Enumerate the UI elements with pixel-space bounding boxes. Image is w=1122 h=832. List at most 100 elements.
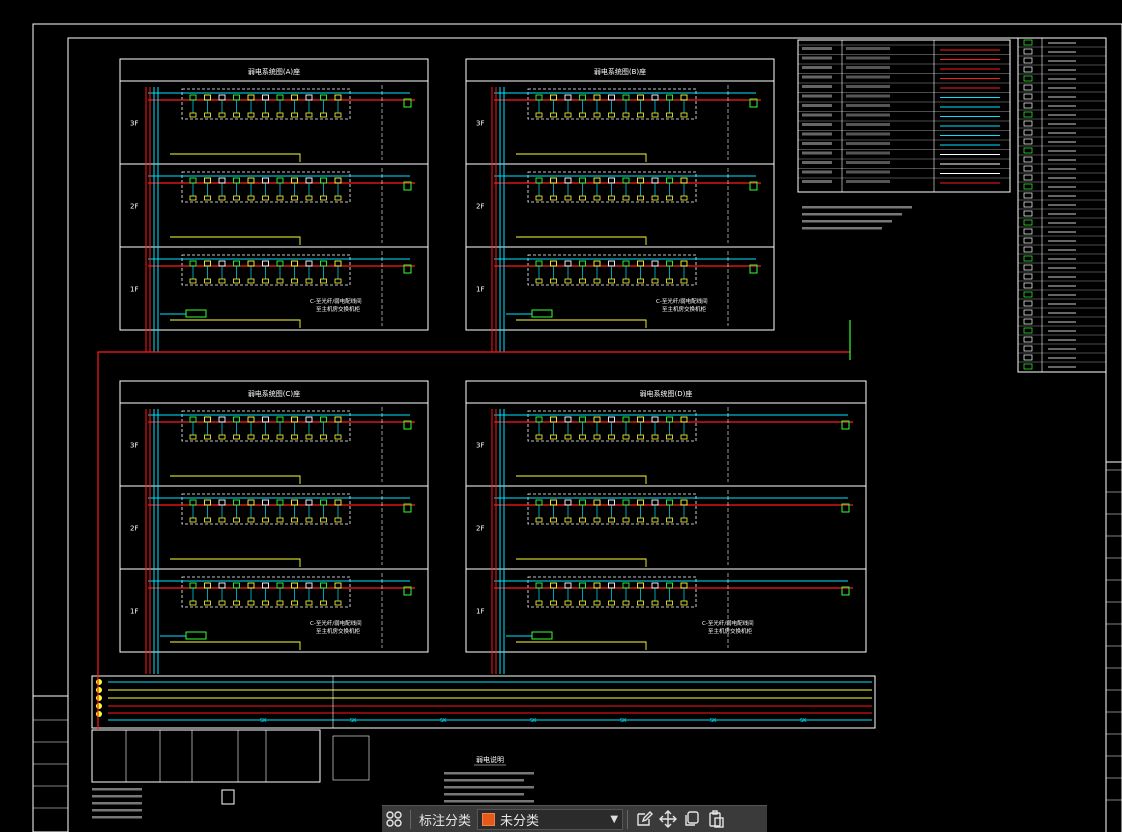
- outlet-symbol: [189, 600, 197, 606]
- device-symbol: [564, 416, 572, 423]
- left-notes-stub: [92, 816, 142, 819]
- outlet-symbol: [276, 517, 284, 523]
- yellow-branch: [516, 475, 647, 484]
- device-symbol: [233, 260, 240, 267]
- outlet-symbol: [651, 434, 659, 440]
- device-symbol: [233, 177, 240, 184]
- yellow-branch: [516, 641, 647, 650]
- symbol-sample: [1023, 183, 1033, 190]
- outlet-symbol: [262, 195, 269, 201]
- symbol-text-stub: [1048, 141, 1076, 143]
- outlet-symbol: [608, 517, 615, 523]
- outlet-symbol: [204, 434, 211, 440]
- cable-label: SK: [530, 718, 537, 724]
- device-symbol: [535, 416, 543, 423]
- outlet-symbol: [305, 517, 313, 523]
- floor-label: 2F: [476, 525, 484, 533]
- ground-box: [221, 789, 235, 805]
- symbol-text-stub: [1048, 285, 1076, 287]
- floor-label: 3F: [476, 442, 484, 450]
- device-symbol: [320, 499, 327, 506]
- device-box: [181, 493, 351, 525]
- notes-text-stub: [444, 800, 534, 803]
- outlet-symbol: [564, 517, 572, 523]
- outlet-symbol: [666, 278, 673, 284]
- outlet-symbol: [622, 195, 630, 201]
- terminal-box: [841, 420, 850, 430]
- panel-note-line: C-至光纤/弱电配线间: [656, 297, 708, 305]
- outlet-symbol: [276, 278, 284, 284]
- legend-text-stub: [802, 113, 832, 117]
- outlet-symbol: [276, 434, 284, 440]
- device-symbol: [305, 94, 313, 101]
- device-symbol: [262, 582, 269, 589]
- legend-note-stub: [802, 220, 892, 223]
- outlet-symbol: [680, 112, 688, 118]
- legend-text-stub: [802, 161, 832, 164]
- notes-text-stub: [444, 779, 524, 782]
- cable-label: SK: [710, 718, 717, 724]
- left-notes-stub: [92, 788, 142, 791]
- left-notes-stub: [92, 802, 142, 805]
- panel-note-line: 至主机房交换机柜: [316, 305, 361, 313]
- legend-text-stub: [802, 142, 832, 145]
- outlet-symbol: [637, 195, 644, 201]
- main-riser: [97, 320, 851, 730]
- grid-icon[interactable]: [382, 807, 406, 831]
- symbol-text-stub: [1048, 114, 1076, 116]
- notes-text-stub: [444, 793, 524, 796]
- edit-icon[interactable]: [632, 807, 656, 831]
- move-icon[interactable]: [656, 807, 680, 831]
- device-box: [527, 171, 697, 203]
- outlet-symbol: [680, 195, 688, 201]
- outlet-symbol: [608, 600, 615, 606]
- outlet-symbol: [218, 600, 226, 606]
- symbol-sample: [1023, 48, 1033, 55]
- yellow-branch: [516, 153, 647, 162]
- paste-icon[interactable]: [704, 807, 728, 831]
- outlet-symbol: [291, 195, 298, 201]
- device-symbol: [291, 94, 298, 101]
- outlet-symbol: [291, 434, 298, 440]
- device-box: [527, 493, 697, 525]
- symbol-text-stub: [1048, 132, 1076, 134]
- legend-text-stub: [846, 142, 890, 145]
- device-symbol: [535, 582, 543, 589]
- device-symbol: [233, 499, 240, 506]
- legend-text-stub: [846, 85, 890, 88]
- outlet-symbol: [579, 195, 586, 201]
- outlet-symbol: [305, 434, 313, 440]
- legend-text-stub: [846, 56, 890, 60]
- outlet-symbol: [564, 195, 572, 201]
- device-symbol: [334, 499, 342, 506]
- device-symbol: [680, 260, 688, 267]
- symbol-text-stub: [1048, 267, 1076, 269]
- device-symbol: [334, 94, 342, 101]
- symbol-text-stub: [1048, 303, 1076, 305]
- device-symbol: [204, 499, 211, 506]
- legend-text-stub: [846, 104, 890, 107]
- outlet-symbol: [320, 517, 327, 523]
- device-symbol: [305, 582, 313, 589]
- category-dropdown[interactable]: 未分类 ▼: [477, 808, 624, 830]
- small-table: [332, 735, 370, 781]
- device-symbol: [622, 177, 630, 184]
- outlet-symbol: [233, 600, 240, 606]
- device-box: [527, 88, 697, 120]
- drawing-frame: [32, 23, 1122, 832]
- outlet-symbol: [622, 112, 630, 118]
- device-symbol: [320, 416, 327, 423]
- floor-label: 3F: [130, 442, 138, 450]
- symbol-text-stub: [1048, 240, 1076, 242]
- symbol-sample: [1023, 363, 1033, 370]
- outlet-symbol: [305, 112, 313, 118]
- device-symbol: [666, 416, 673, 423]
- symbol-text-stub: [1048, 150, 1076, 152]
- outlet-symbol: [247, 278, 255, 284]
- outlet-symbol: [320, 600, 327, 606]
- symbol-text-stub: [1048, 312, 1076, 314]
- copy-icon[interactable]: [680, 807, 704, 831]
- floor-label: 2F: [130, 203, 138, 211]
